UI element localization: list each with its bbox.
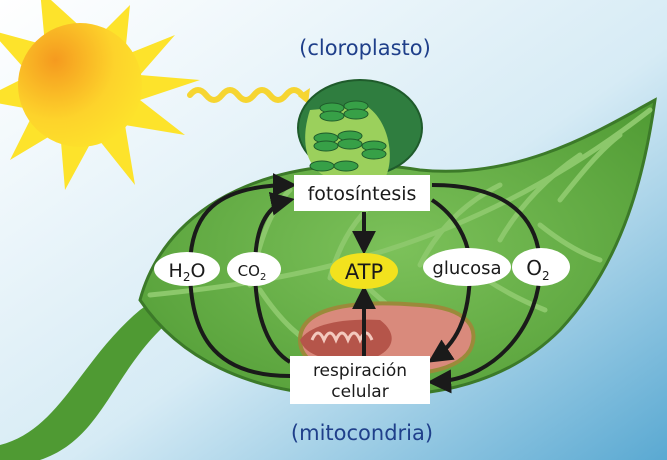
- water-node: H2O: [154, 252, 220, 286]
- carbon-dioxide-node: CO2: [227, 252, 281, 286]
- respiration-label-line2: celular: [331, 382, 388, 402]
- leaf-stem: [0, 268, 275, 460]
- glucose-label: glucosa: [432, 258, 501, 279]
- photosynthesis-box: fotosíntesis: [294, 175, 430, 211]
- sun-icon: [0, 0, 200, 190]
- respiration-box: respiración celular: [290, 356, 430, 404]
- light-ray-arrowhead: [298, 88, 310, 104]
- atp-node: ATP: [330, 253, 398, 289]
- mitochondria-caption: (mitocondria): [291, 421, 433, 445]
- glucose-node: glucosa: [423, 248, 511, 286]
- carbon-dioxide-label: CO2: [238, 262, 267, 283]
- chloroplast-illustration: [297, 79, 423, 178]
- chloroplast-caption: (cloroplasto): [299, 36, 431, 60]
- light-ray: [187, 87, 305, 103]
- respiration-label-line1: respiración: [313, 361, 407, 381]
- oxygen-node: O2: [512, 248, 570, 286]
- photosynthesis-label: fotosíntesis: [308, 183, 417, 205]
- atp-label: ATP: [345, 260, 383, 284]
- water-label: H2O: [169, 260, 206, 284]
- oxygen-label: O2: [526, 256, 549, 283]
